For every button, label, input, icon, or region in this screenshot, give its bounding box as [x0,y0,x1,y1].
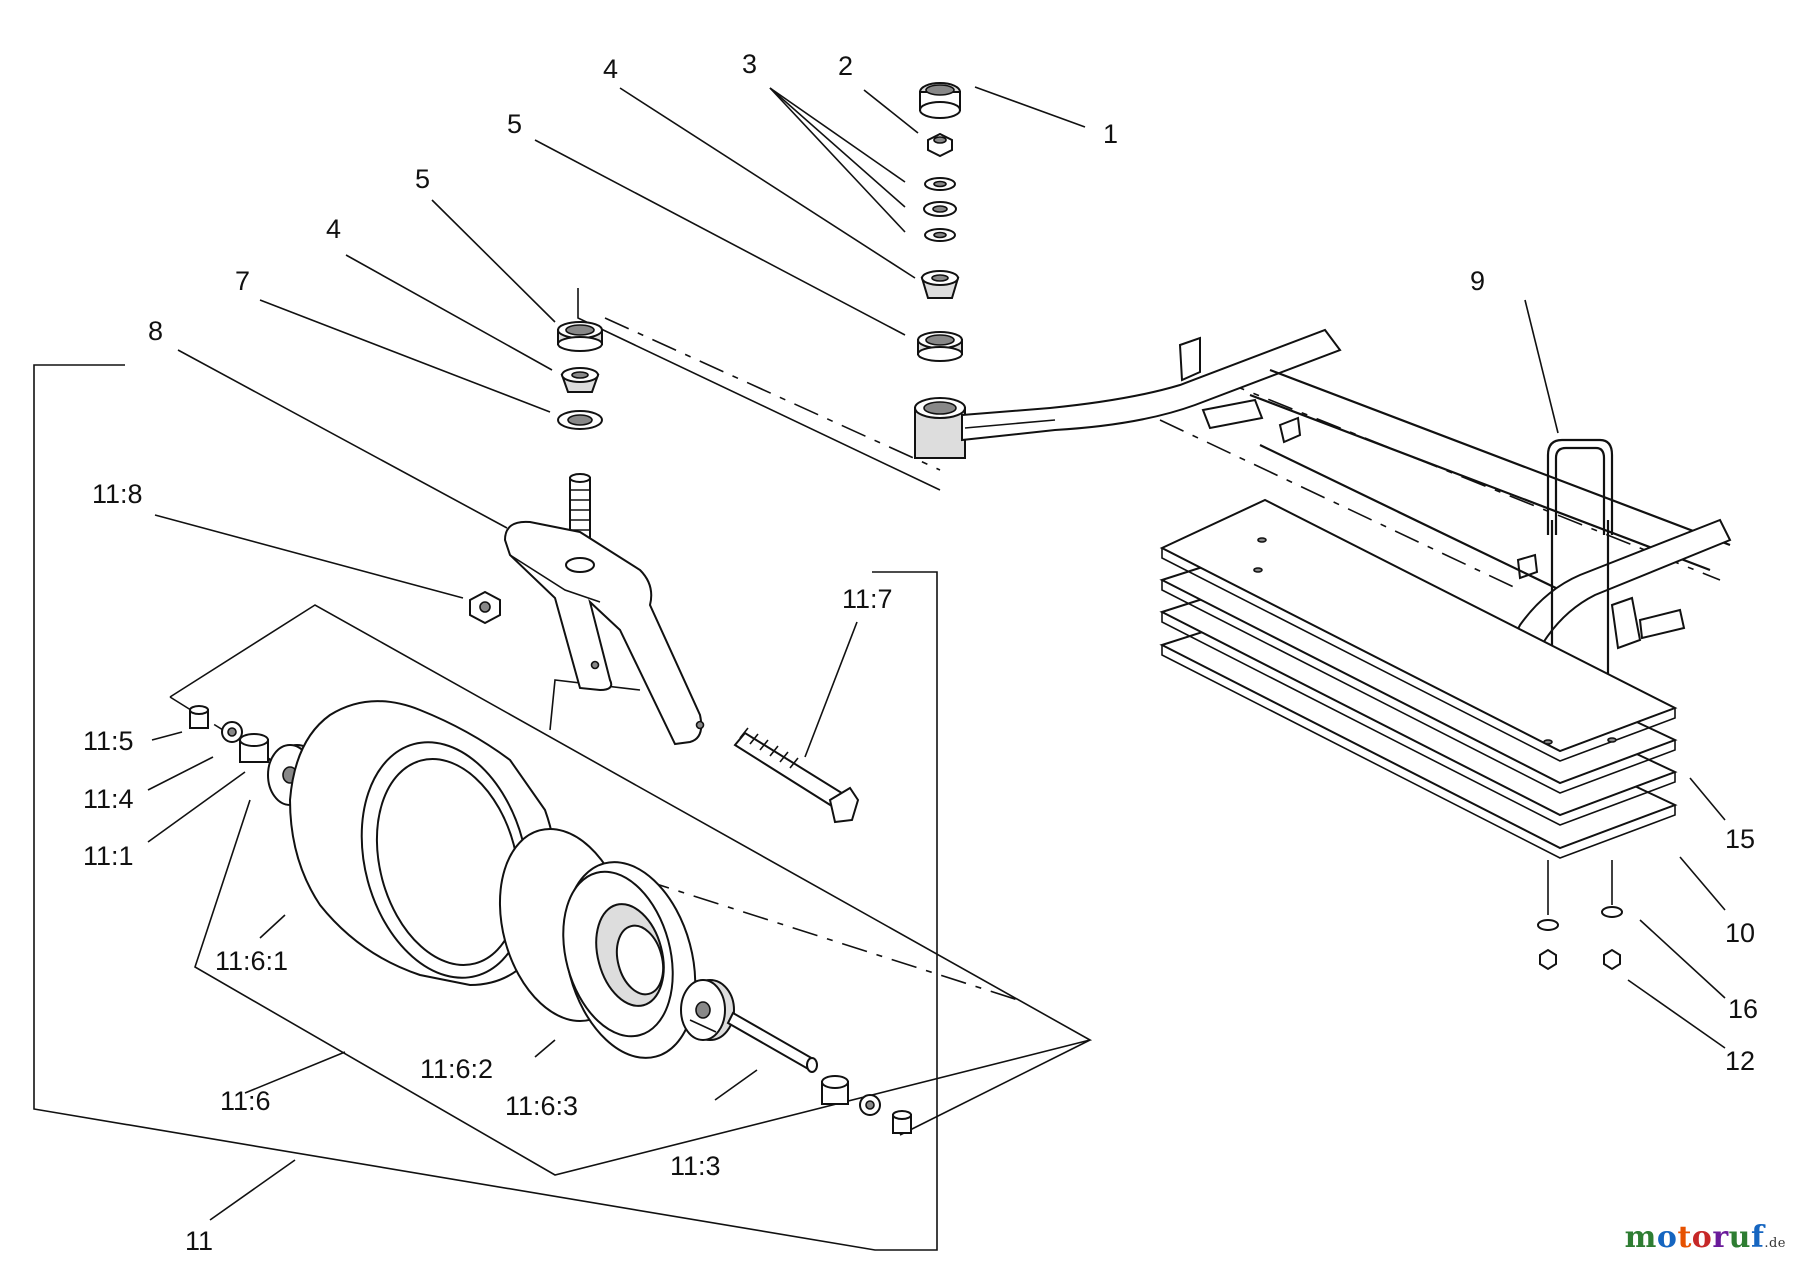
spindle-stack [917,82,963,362]
callout-11-7: 11:7 [842,584,893,614]
nut-part-2 [927,132,953,158]
callout-2: 2 [838,51,853,81]
wheel-hardware-right [680,979,912,1134]
callout-4a: 4 [603,54,618,84]
callout-11-6-1: 11:6:1 [215,946,288,976]
watermark-logo: motoruf.de [1624,1220,1786,1255]
nut-12a [1539,948,1557,971]
bushing-right [821,1075,849,1105]
caster-fork-part-8 [503,520,705,746]
tire-11-6-1 [288,700,558,987]
bearing-cup-part-5-left [557,321,603,352]
callouts: 1 2 3 4 5 5 4 7 8 11:8 9 11:7 11:5 11:4 … [83,49,1758,1256]
assembly-11-bracket [33,364,938,1251]
plate-top [1159,498,1678,762]
bolt-11-7 [733,727,860,824]
callout-11-4: 11:4 [83,784,134,814]
callout-1: 1 [1103,119,1118,149]
callout-11: 11 [185,1226,213,1256]
callout-7: 7 [235,266,250,296]
seal-part-7 [557,410,603,430]
bearing-cone-part-4 [920,270,960,299]
bearing-cone-part-4-left [560,367,600,393]
leader-lines [147,86,1726,1221]
callout-5a: 5 [507,109,522,139]
grease-cap-part-1 [919,82,961,119]
callout-4b: 4 [326,214,341,244]
callout-8: 8 [148,316,163,346]
rim-11-6-2 [498,827,697,1059]
callout-15: 15 [1725,824,1755,854]
washer-16a [1537,919,1559,931]
callout-11-1: 11:1 [83,841,134,871]
callout-12: 12 [1725,1046,1755,1076]
callout-11-6-3: 11:6:3 [505,1091,578,1121]
callout-11-3: 11:3 [670,1151,721,1181]
bearing-cup-part-5 [917,331,963,362]
bearing-11-6-3 [680,979,735,1041]
callout-11-6: 11:6 [220,1086,271,1116]
bushing-11-1 [239,733,269,763]
callout-10: 10 [1725,918,1755,948]
axle-11-3 [726,1011,818,1073]
caster-spindle-stack [557,321,603,561]
callout-9: 9 [1470,266,1485,296]
callout-16: 16 [1728,994,1758,1024]
washer-16b [1601,906,1623,918]
callout-11-6-2: 11:6:2 [420,1054,493,1084]
reference-lines [577,288,1721,591]
nut-12b [1603,948,1621,971]
callout-11-8: 11:8 [92,479,143,509]
locknut-11-8 [469,590,501,625]
callout-5b: 5 [415,164,430,194]
callout-11-5: 11:5 [83,726,134,756]
weight-plates [1159,498,1678,971]
spacer-11-5 [189,705,209,729]
callout-3: 3 [742,49,757,79]
spacer-right [892,1110,912,1134]
